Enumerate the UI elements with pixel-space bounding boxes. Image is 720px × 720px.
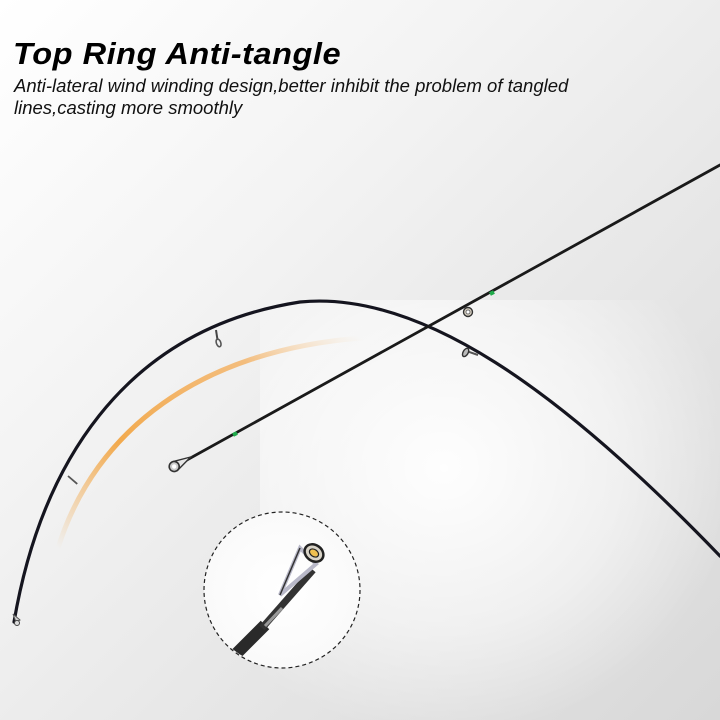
page-title: Top Ring Anti-tangle	[13, 36, 342, 71]
guide-ring-icon	[67, 475, 78, 485]
guide-ring-icon	[462, 306, 474, 318]
straight-rod	[168, 163, 720, 473]
guide-ring-icon	[461, 347, 479, 358]
background-glow	[260, 300, 720, 720]
guide-ring-icon	[215, 329, 222, 348]
feature-description: Anti-lateral wind winding design,better …	[14, 75, 569, 118]
bent-rod	[12, 299, 720, 626]
motion-arc	[55, 335, 365, 551]
tip-ring-icon	[168, 455, 193, 473]
tip-ring-icon	[12, 613, 21, 626]
top-ring-detail-inset	[203, 511, 361, 669]
